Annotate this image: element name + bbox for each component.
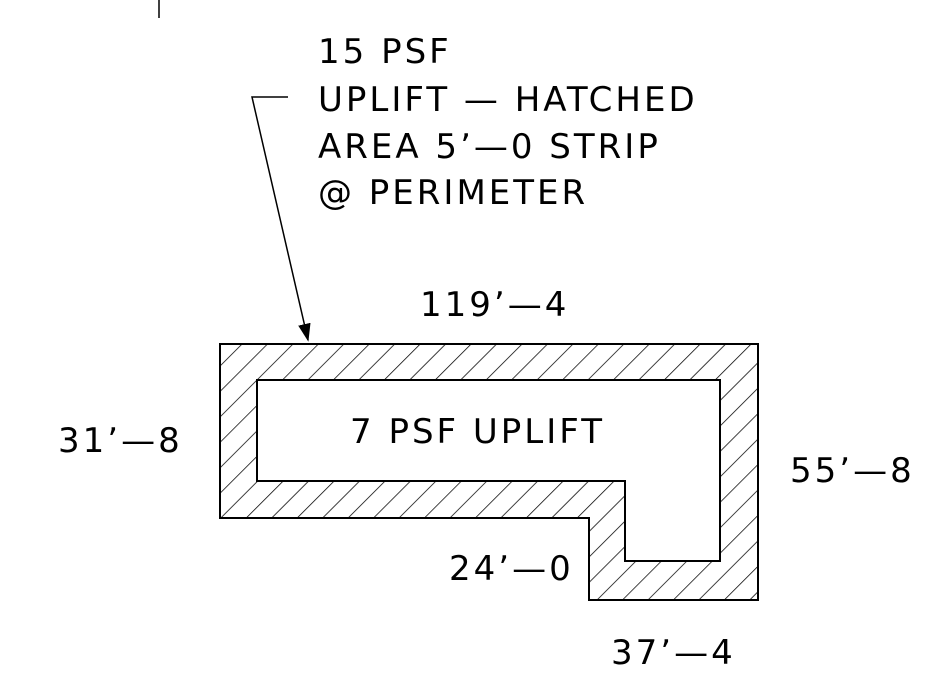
perimeter-hatched-strip [220, 344, 758, 600]
dimension-right: 55’—8 [790, 451, 915, 491]
dimension-bottom: 37’—4 [611, 633, 736, 673]
note-leader-arrow [251, 96, 311, 342]
dimension-top: 119’—4 [420, 285, 569, 325]
note-line-3: AREA 5’—0 STRIP [318, 127, 661, 167]
interior-uplift-label: 7 PSF UPLIFT [350, 412, 605, 452]
note-line-2: UPLIFT — HATCHED [318, 80, 698, 120]
note-line-1: 15 PSF [318, 32, 452, 72]
dimension-left: 31’—8 [58, 421, 183, 461]
note-line-4: @ PERIMETER [318, 173, 588, 213]
inner-outline [256, 379, 721, 562]
dimension-notch: 24’—0 [449, 549, 574, 589]
note-text: 15 PSF UPLIFT — HATCHED AREA 5’—0 STRIP … [318, 32, 711, 213]
outer-outline [219, 343, 759, 601]
